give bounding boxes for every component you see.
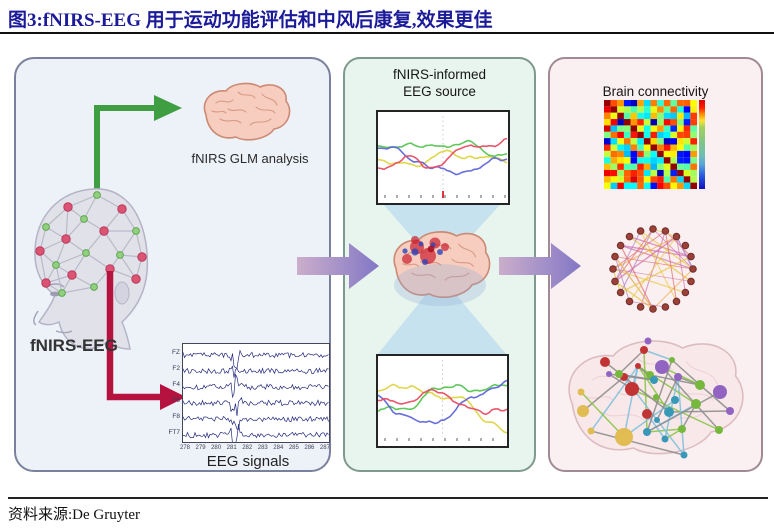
source-localization-brain-illustration [378,198,506,354]
brain-network-illustration [568,337,744,459]
eeg-signals-caption: EEG signals [206,453,290,470]
eeg-x-tick: 281 [226,445,237,451]
source-waveforms-chart-bottom [376,354,509,448]
circular-connectome-graph [609,225,697,313]
panel-brain-connectivity: Brain connectivity [548,57,763,472]
eeg-x-tick: 283 [257,445,268,451]
middle-panel-title: fNIRS-informed EEG source [345,66,534,100]
eeg-channel-label: FZ [172,349,180,356]
flow-arrow-middle-to-right [499,243,581,289]
eeg-x-tick: 282 [242,445,253,451]
middle-panel-title-line2: EEG source [403,84,476,99]
eeg-x-tick: 285 [288,445,299,451]
flow-arrow-left-to-middle [297,243,379,289]
eeg-channel-label: F6 [172,397,180,404]
eeg-channel-label: FT7 [168,429,180,436]
heatmap-colorbar [699,100,705,189]
footer-rule [8,497,768,499]
head-electrodes-illustration [33,82,291,410]
eeg-x-tick: 278 [180,445,191,451]
eeg-channel-label: F2 [172,365,180,372]
fnirs-glm-label: fNIRS GLM analysis [191,151,309,166]
source-waveforms-chart-top [376,110,510,205]
waveform-traces-bottom [377,360,508,441]
right-panel-title: Brain connectivity [602,84,709,99]
middle-panel-title-line1: fNIRS-informed [392,67,487,82]
waveform-traces-top [377,116,508,198]
fnirs-eeg-label: fNIRS-EEG [30,336,118,355]
eeg-x-tick: 286 [304,445,315,451]
source-note: 资料来源:De Gruyter [8,507,141,523]
eeg-channel-label: F4 [172,381,180,388]
eeg-x-tick: 284 [273,445,284,451]
title-rule [0,32,774,34]
eeg-x-tick: 287 [319,445,330,451]
figure-title: 图3:fNIRS-EEG 用于运动功能评估和中风后康复,效果更佳 [8,10,493,31]
eeg-x-tick: 280 [211,445,222,451]
eeg-x-tick: 279 [195,445,206,451]
eeg-traces-plot [182,343,330,443]
eeg-channel-label: F8 [172,413,180,420]
eeg-x-axis-ticks: 278 279 280 281 282 283 284 285 286 287 [180,445,330,451]
connectivity-matrix-heatmap [604,100,697,189]
